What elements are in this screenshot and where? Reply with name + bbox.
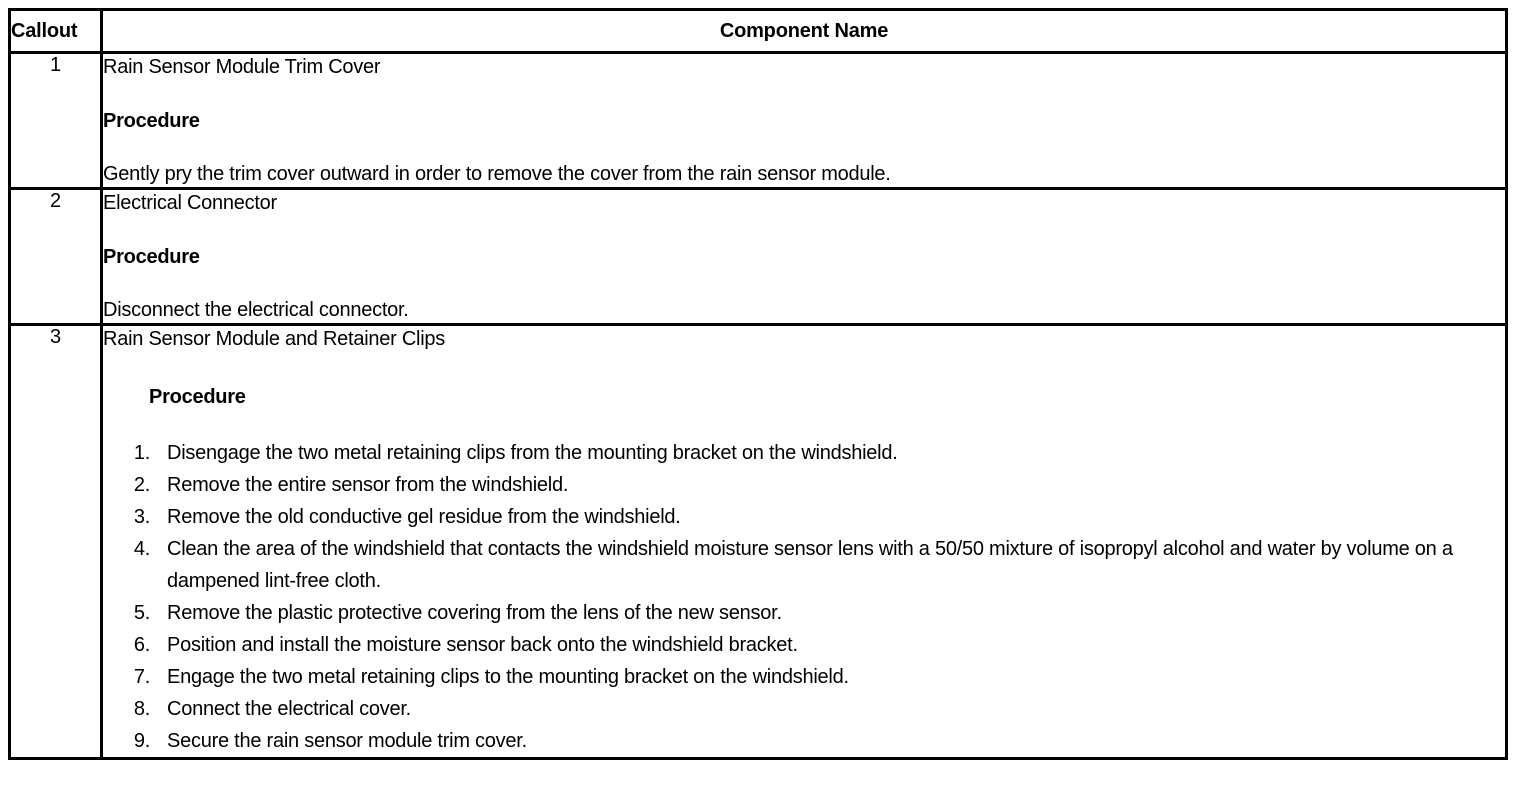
table-header: Callout Component Name xyxy=(8,8,1508,54)
procedure-step: Position and install the moisture sensor… xyxy=(116,629,798,661)
procedure-step: Remove the old conductive gel residue fr… xyxy=(116,501,681,533)
procedure-step: Remove the plastic protective covering f… xyxy=(116,597,782,629)
component-title-3: Rain Sensor Module and Retainer Clips xyxy=(103,328,446,350)
callout-number-2: 2 xyxy=(8,187,103,326)
column-header-component-name: Component Name xyxy=(100,8,1508,54)
component-cell-1: Rain Sensor Module Trim Cover Procedure … xyxy=(100,51,1508,190)
table-row: 1 Rain Sensor Module Trim Cover Procedur… xyxy=(8,51,1508,190)
column-header-callout: Callout xyxy=(8,8,103,54)
procedure-step: Clean the area of the windshield that co… xyxy=(116,533,1453,592)
component-title-2: Electrical Connector xyxy=(103,192,277,214)
procedure-step-list-3: Disengage the two metal retaining clips … xyxy=(103,437,1505,757)
procedure-step: Connect the electrical cover. xyxy=(116,693,411,725)
callout-number-3: 3 xyxy=(8,323,103,760)
table-body: 1 Rain Sensor Module Trim Cover Procedur… xyxy=(8,51,1508,760)
table-row: 3 Rain Sensor Module and Retainer Clips … xyxy=(8,323,1508,760)
table-header-row: Callout Component Name xyxy=(8,8,1508,54)
component-cell-3: Rain Sensor Module and Retainer Clips Pr… xyxy=(100,323,1508,760)
procedure-step: Engage the two metal retaining clips to … xyxy=(116,661,849,693)
callout-number-1: 1 xyxy=(8,51,103,190)
procedure-text-2: Disconnect the electrical connector. xyxy=(103,299,409,321)
callout-component-table: Callout Component Name 1 Rain Sensor Mod… xyxy=(8,8,1508,760)
procedure-label-1: Procedure xyxy=(103,110,200,132)
procedure-label-3: Procedure xyxy=(149,386,246,408)
table-row: 2 Electrical Connector Procedure Disconn… xyxy=(8,187,1508,326)
procedure-label-2: Procedure xyxy=(103,246,200,268)
procedure-text-1: Gently pry the trim cover outward in ord… xyxy=(103,163,891,185)
procedure-step: Secure the rain sensor module trim cover… xyxy=(116,725,527,757)
component-title-1: Rain Sensor Module Trim Cover xyxy=(103,56,381,78)
component-cell-2: Electrical Connector Procedure Disconnec… xyxy=(100,187,1508,326)
procedure-step: Disengage the two metal retaining clips … xyxy=(116,437,898,469)
procedure-step: Remove the entire sensor from the windsh… xyxy=(116,469,569,501)
